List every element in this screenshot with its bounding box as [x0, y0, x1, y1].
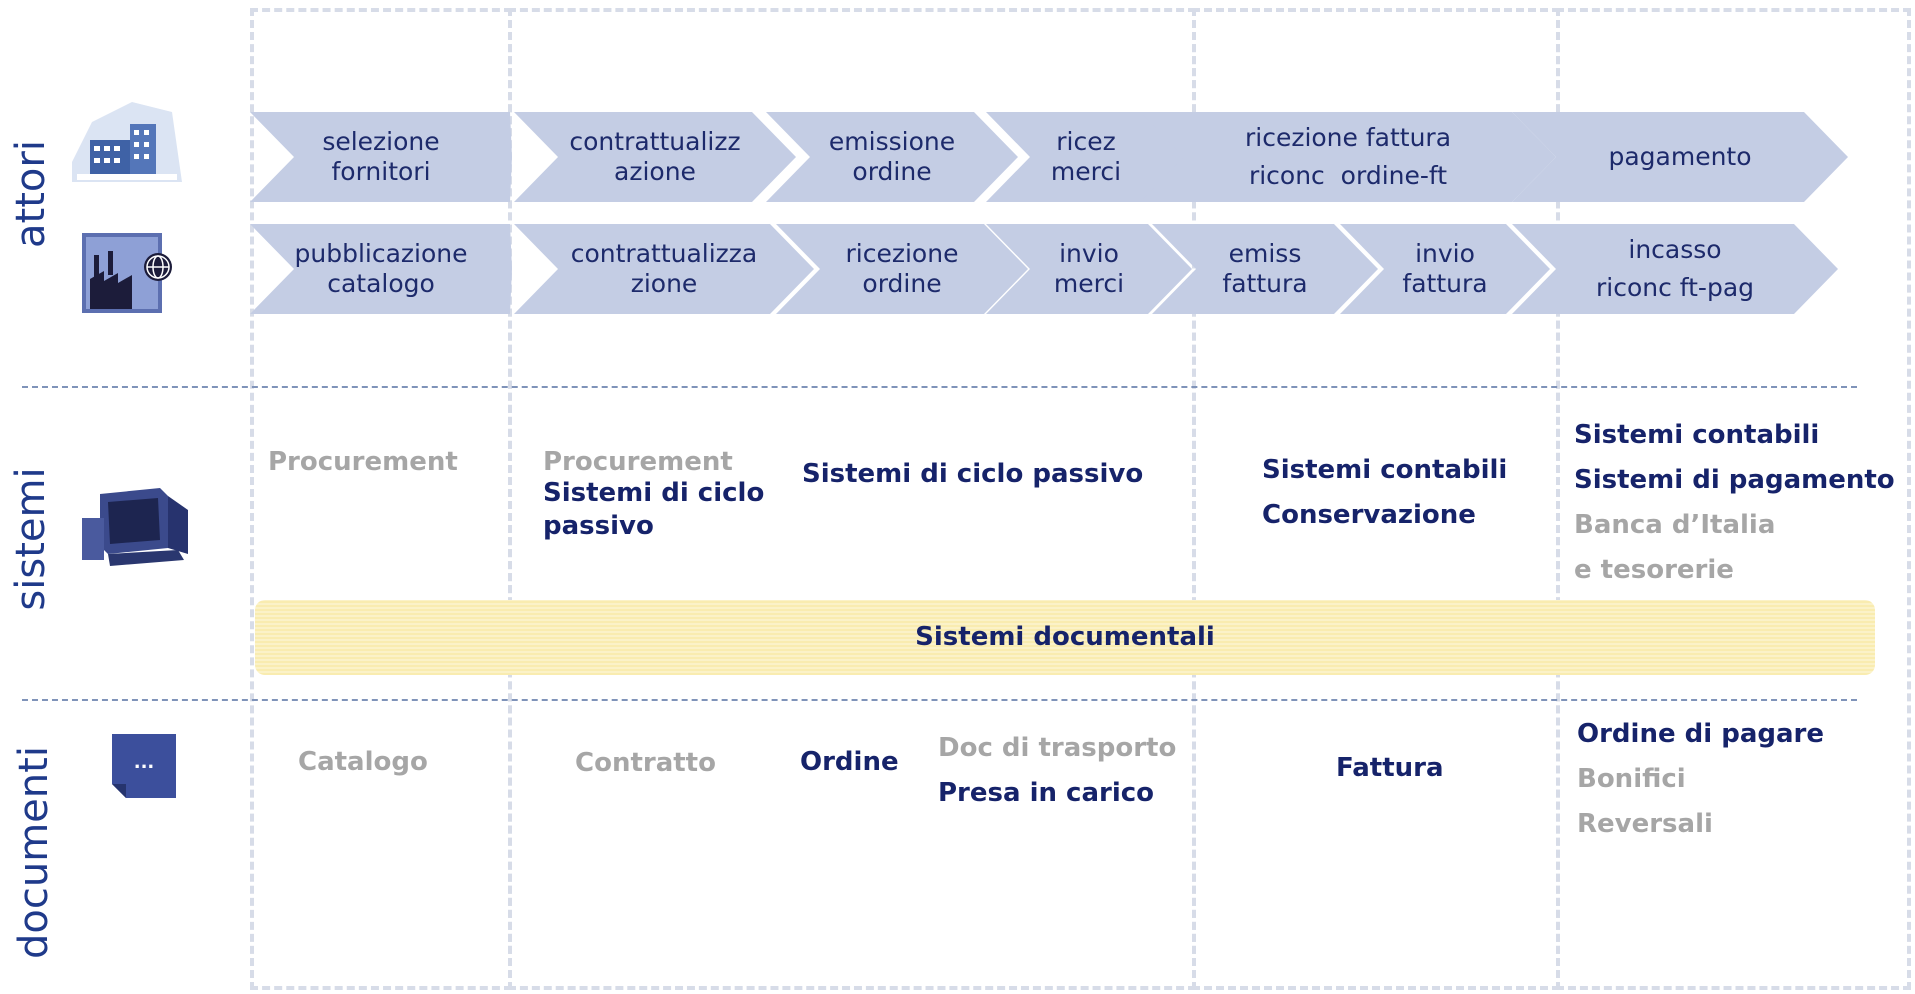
doc-ordine-di-pagare: Ordine di pagare: [1577, 719, 1824, 749]
row-label-attori: attori: [8, 140, 54, 248]
chevron-pagamento: pagamento: [1512, 112, 1848, 202]
doc-contratto: Contratto: [575, 748, 716, 778]
row-label-documenti: documenti: [11, 746, 57, 959]
document-icon-label: ...: [133, 752, 155, 773]
doc-bonifici: Bonifici: [1577, 764, 1686, 794]
system-ciclo-passivo: Sistemi di ciclo passivo: [802, 459, 1144, 489]
system-tesorerie: e tesorerie: [1574, 555, 1734, 585]
system-contabili-1: Sistemi contabili: [1262, 455, 1508, 485]
doc-fattura: Fattura: [1336, 753, 1444, 783]
building-icon: [72, 102, 182, 192]
system-procurement-1: Procurement: [268, 447, 458, 477]
doc-catalogo: Catalogo: [298, 747, 428, 777]
document-icon: ...: [112, 734, 176, 798]
system-pagamento: Sistemi di pagamento: [1574, 465, 1895, 495]
doc-presa-in-carico: Presa in carico: [938, 778, 1155, 808]
system-conservazione: Conservazione: [1262, 500, 1476, 530]
system-banca-italia: Banca d’Italia: [1574, 510, 1776, 540]
row-separator-2: [22, 699, 1857, 701]
system-procurement-2: Procurement: [543, 447, 733, 477]
doc-ordine: Ordine: [800, 747, 899, 777]
sistemi-documentali-band: Sistemi documentali: [255, 600, 1875, 675]
factory-globe-icon: [82, 233, 178, 313]
doc-trasporto: Doc di trasporto: [938, 733, 1177, 763]
doc-reversali: Reversali: [1577, 809, 1713, 839]
column-frame-4: [1556, 8, 1911, 990]
computer-icon: [80, 488, 190, 570]
row-separator-1: [22, 386, 1857, 388]
system-contabili-2: Sistemi contabili: [1574, 420, 1820, 450]
sistemi-documentali-label: Sistemi documentali: [915, 622, 1215, 652]
row-label-sistemi: sistemi: [8, 467, 54, 611]
system-ciclo-passivo-line1: Sistemi di ciclo: [543, 478, 765, 508]
system-ciclo-passivo-line2: passivo: [543, 511, 654, 541]
